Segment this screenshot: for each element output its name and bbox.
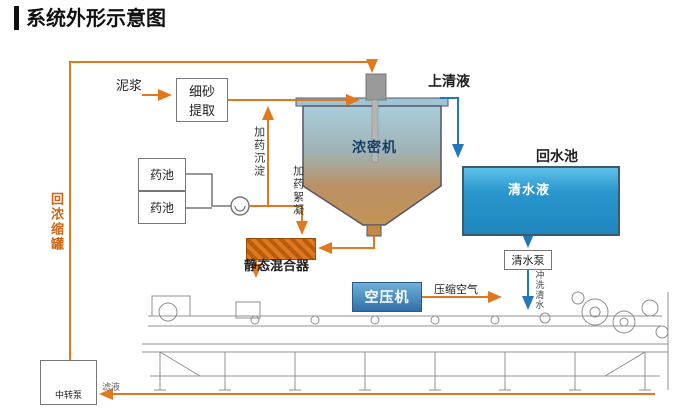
dosing-flocculation-label: 加药絮凝 [291, 165, 305, 217]
chemical-pool-1-label: 药池 [149, 168, 174, 182]
dosing-pump-icon [230, 196, 250, 216]
wash-water-label: 冲洗清水 [533, 270, 544, 310]
filtrate-label: 滤液 [102, 383, 121, 393]
air-compressor-box: 空压机 [352, 282, 422, 312]
return-water-pool [462, 166, 620, 236]
compressed-air-label: 压缩空气 [434, 283, 478, 296]
thickener-motor [365, 73, 387, 101]
dosing-sedimentation-label: 加药沉淀 [252, 126, 266, 178]
static-mixer-box [246, 238, 316, 260]
transfer-pump-box: 中转泵 [40, 360, 97, 405]
clear-water-label: 清水液 [508, 183, 551, 198]
flow-lines-orange [69, 59, 655, 400]
fine-sand-extraction-label: 细砂提取 [188, 85, 215, 119]
thickener-tank [295, 73, 449, 237]
chemical-pool-2-label: 药池 [149, 201, 174, 215]
belt-filter-press-drawing [142, 291, 669, 391]
flow-lines-blue [440, 97, 534, 310]
supernatant-label: 上清液 [428, 74, 470, 90]
static-mixer-label: 静态混合器 [244, 259, 310, 274]
fine-sand-extraction-box: 细砂提取 [176, 78, 228, 122]
chemical-connector-lines [186, 173, 231, 209]
chemical-pool-1-box: 药池 [138, 158, 186, 191]
return-concentration-tank-label: 回浓缩罐 [47, 192, 63, 252]
page-title: 系统外形示意图 [14, 6, 166, 30]
mud-label: 泥浆 [116, 79, 143, 94]
clear-water-pump-box: 清水泵 [504, 250, 552, 270]
return-pool-label: 回水池 [536, 149, 578, 165]
clear-water-pump-label: 清水泵 [511, 254, 545, 267]
thickener-label: 浓密机 [352, 140, 397, 156]
transfer-pump-label: 中转泵 [54, 391, 82, 401]
air-compressor-label: 空压机 [364, 290, 410, 306]
chemical-pool-2-box: 药池 [138, 191, 186, 224]
